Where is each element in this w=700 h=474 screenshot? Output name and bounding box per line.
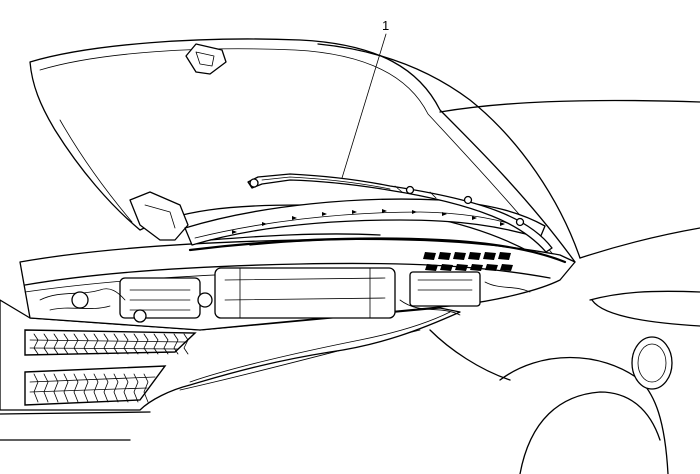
cowl-and-prop — [129, 191, 567, 264]
callout-1-leader — [341, 33, 387, 179]
engine-cover — [214, 267, 396, 319]
hood-striker — [185, 43, 227, 75]
hood-weatherstrip — [247, 173, 553, 253]
upper-grille — [24, 329, 197, 356]
front-fascia — [0, 299, 461, 441]
lower-grille — [24, 365, 167, 406]
callout-1: 1 — [341, 18, 389, 179]
hood-panel — [29, 38, 576, 263]
body-outline — [179, 43, 700, 474]
engine-compartment — [19, 238, 576, 331]
battery — [409, 271, 481, 307]
callout-1-label: 1 — [382, 18, 389, 33]
air-cleaner — [119, 277, 201, 319]
